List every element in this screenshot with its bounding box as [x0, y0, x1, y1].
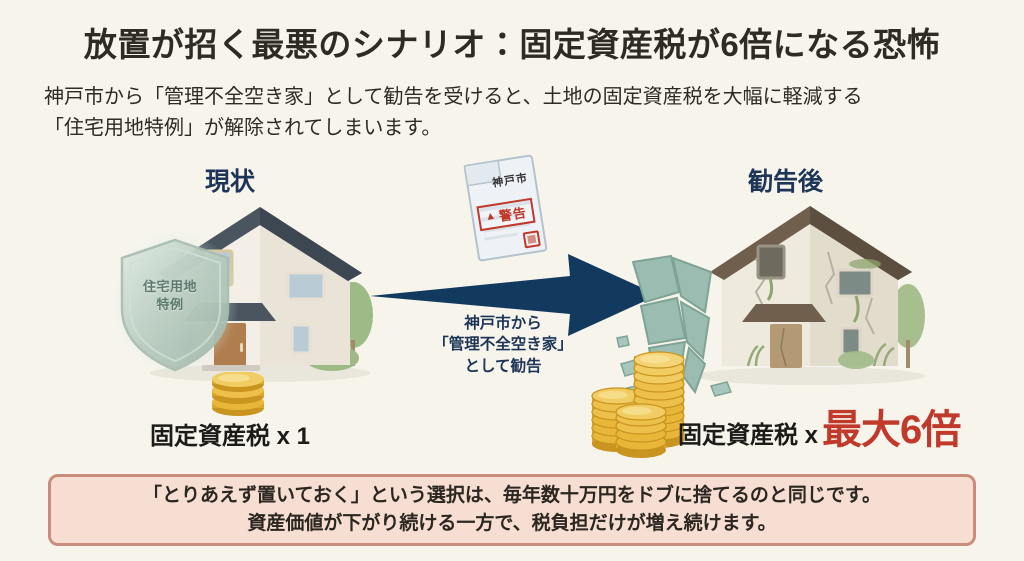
before-tax-label: 固定資産税 x 1 — [150, 423, 311, 450]
coin-stack-large-icon — [591, 351, 685, 458]
arrow-caption: 神戸市から 「管理不全空き家」 として勧告 — [408, 313, 598, 377]
callout-line-2: 資産価値が下がり続ける一方で、税負担だけが増え続けます。 — [247, 513, 777, 534]
broken-shield-icon — [616, 254, 733, 401]
after-panel-label: 勧告後 — [748, 168, 824, 196]
callout-line-1: 「とりあえず置いておく」という選択は、毎年数十万円をドブに捨てるのと同じです。 — [143, 484, 881, 506]
before-scene — [110, 195, 410, 385]
page-subtitle: 神戸市から「管理不全空き家」として勧告を受けると、土地の固定資産税を大幅に軽減す… — [44, 82, 984, 144]
page-title: 放置が招く最悪のシナリオ：固定資産税が6倍になる恐怖 — [83, 26, 941, 63]
warning-triangle-icon: ▲ — [484, 209, 498, 224]
dilapidated-house-icon — [695, 206, 925, 385]
before-panel-label: 現状 — [205, 168, 256, 196]
subtitle-line-1: 神戸市から「管理不全空き家」として勧告を受けると、土地の固定資産税を大幅に軽減す… — [44, 86, 863, 108]
arrow-caption-line-2: 「管理不全空き家」 — [433, 336, 573, 354]
right-arrow-icon — [370, 254, 658, 336]
arrow-caption-line-3: として勧告 — [464, 357, 542, 375]
bottom-callout-box: 「とりあえず置いておく」という選択は、毎年数十万円をドブに捨てるのと同じです。 … — [48, 474, 976, 546]
coin-stack-small-icon — [212, 372, 264, 416]
after-scene — [616, 188, 960, 401]
shield-icon — [111, 230, 239, 376]
warning-notice-document-icon — [463, 154, 548, 262]
after-tax-label: 固定資産税 x 最大6倍 — [678, 408, 961, 452]
arrow-caption-line-1: 神戸市から — [464, 315, 542, 332]
after-tax-prefix: 固定資産税 x — [678, 422, 819, 449]
warning-stamp-text: 警告 — [497, 204, 528, 225]
after-tax-emphasis: 最大6倍 — [822, 408, 961, 452]
subtitle-line-2: 「住宅用地特例」が解除されてしまいます。 — [44, 117, 442, 139]
